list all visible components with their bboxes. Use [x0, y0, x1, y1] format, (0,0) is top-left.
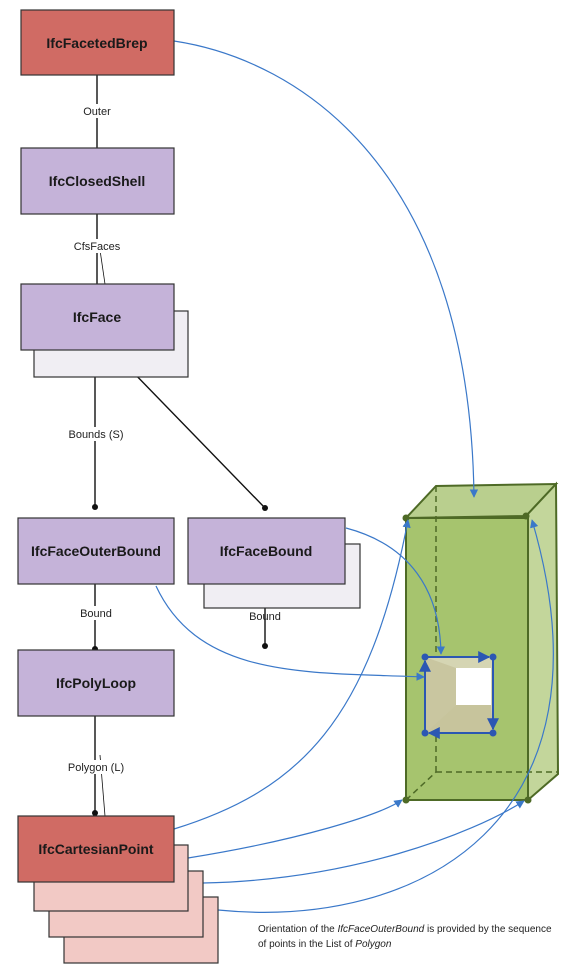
arrow-point-to-corner-3: [202, 800, 525, 884]
caption-term-outer-bound: IfcFaceOuterBound: [337, 924, 425, 935]
entity-label: IfcClosedShell: [49, 173, 145, 189]
entity-label: IfcPolyLoop: [56, 675, 136, 691]
label-bounds: Bounds (S): [68, 429, 123, 441]
arrow-point-to-corner-2: [187, 799, 403, 859]
entity-label: IfcCartesianPoint: [38, 841, 153, 857]
inner-loop: [419, 651, 499, 739]
entity-ifcpolyloop[interactable]: IfcPolyLoop: [17, 649, 175, 717]
label-bound-outer: Bound: [80, 608, 112, 620]
entity-ifcfaceouterbound[interactable]: IfcFaceOuterBound: [17, 517, 175, 585]
arrow-point-to-corner-4: [217, 519, 554, 913]
label-outer: Outer: [83, 106, 111, 118]
entity-ifcfacetedbrep[interactable]: IfcFacetedBrep: [20, 9, 175, 76]
label-cfsfaces: CfsFaces: [74, 241, 121, 253]
entity-ifccartesianpoint[interactable]: IfcCartesianPoint: [17, 815, 219, 964]
caption-text-1: Orientation of the: [258, 924, 338, 935]
entity-label: IfcFaceBound: [220, 543, 313, 559]
entity-label: IfcFacetedBrep: [46, 35, 147, 51]
arrow-point-to-corner-1: [173, 519, 411, 830]
arrow-outerbound-to-face: [155, 585, 425, 681]
label-bound-inner: Bound: [249, 611, 281, 623]
caption-term-polygon: Polygon: [355, 939, 392, 950]
entity-label: IfcFace: [73, 309, 121, 325]
label-polygon: Polygon (L): [68, 762, 124, 774]
relation-labels: Outer CfsFaces Bounds (S) Bound Bound Po…: [61, 104, 281, 774]
caption-text-2: is provided by the sequence of points in…: [258, 924, 552, 950]
arrow-facebound-to-hole: [345, 527, 446, 655]
brep-box-illustration: [402, 481, 560, 804]
box-hidden-edge: [405, 771, 437, 801]
entity-ifcface[interactable]: IfcFace: [20, 283, 189, 378]
entity-ifcfacebound[interactable]: IfcFaceBound: [187, 517, 361, 609]
face-hole: [425, 657, 493, 733]
arrow-brep-to-box: [173, 40, 479, 498]
entity-label: IfcFaceOuterBound: [31, 543, 161, 559]
blue-pointer-arrows: [155, 40, 554, 913]
caption: Orientation of the IfcFaceOuterBound is …: [258, 922, 558, 952]
entity-ifcclosedshell[interactable]: IfcClosedShell: [20, 147, 175, 215]
inner-loop-points: [421, 653, 497, 737]
